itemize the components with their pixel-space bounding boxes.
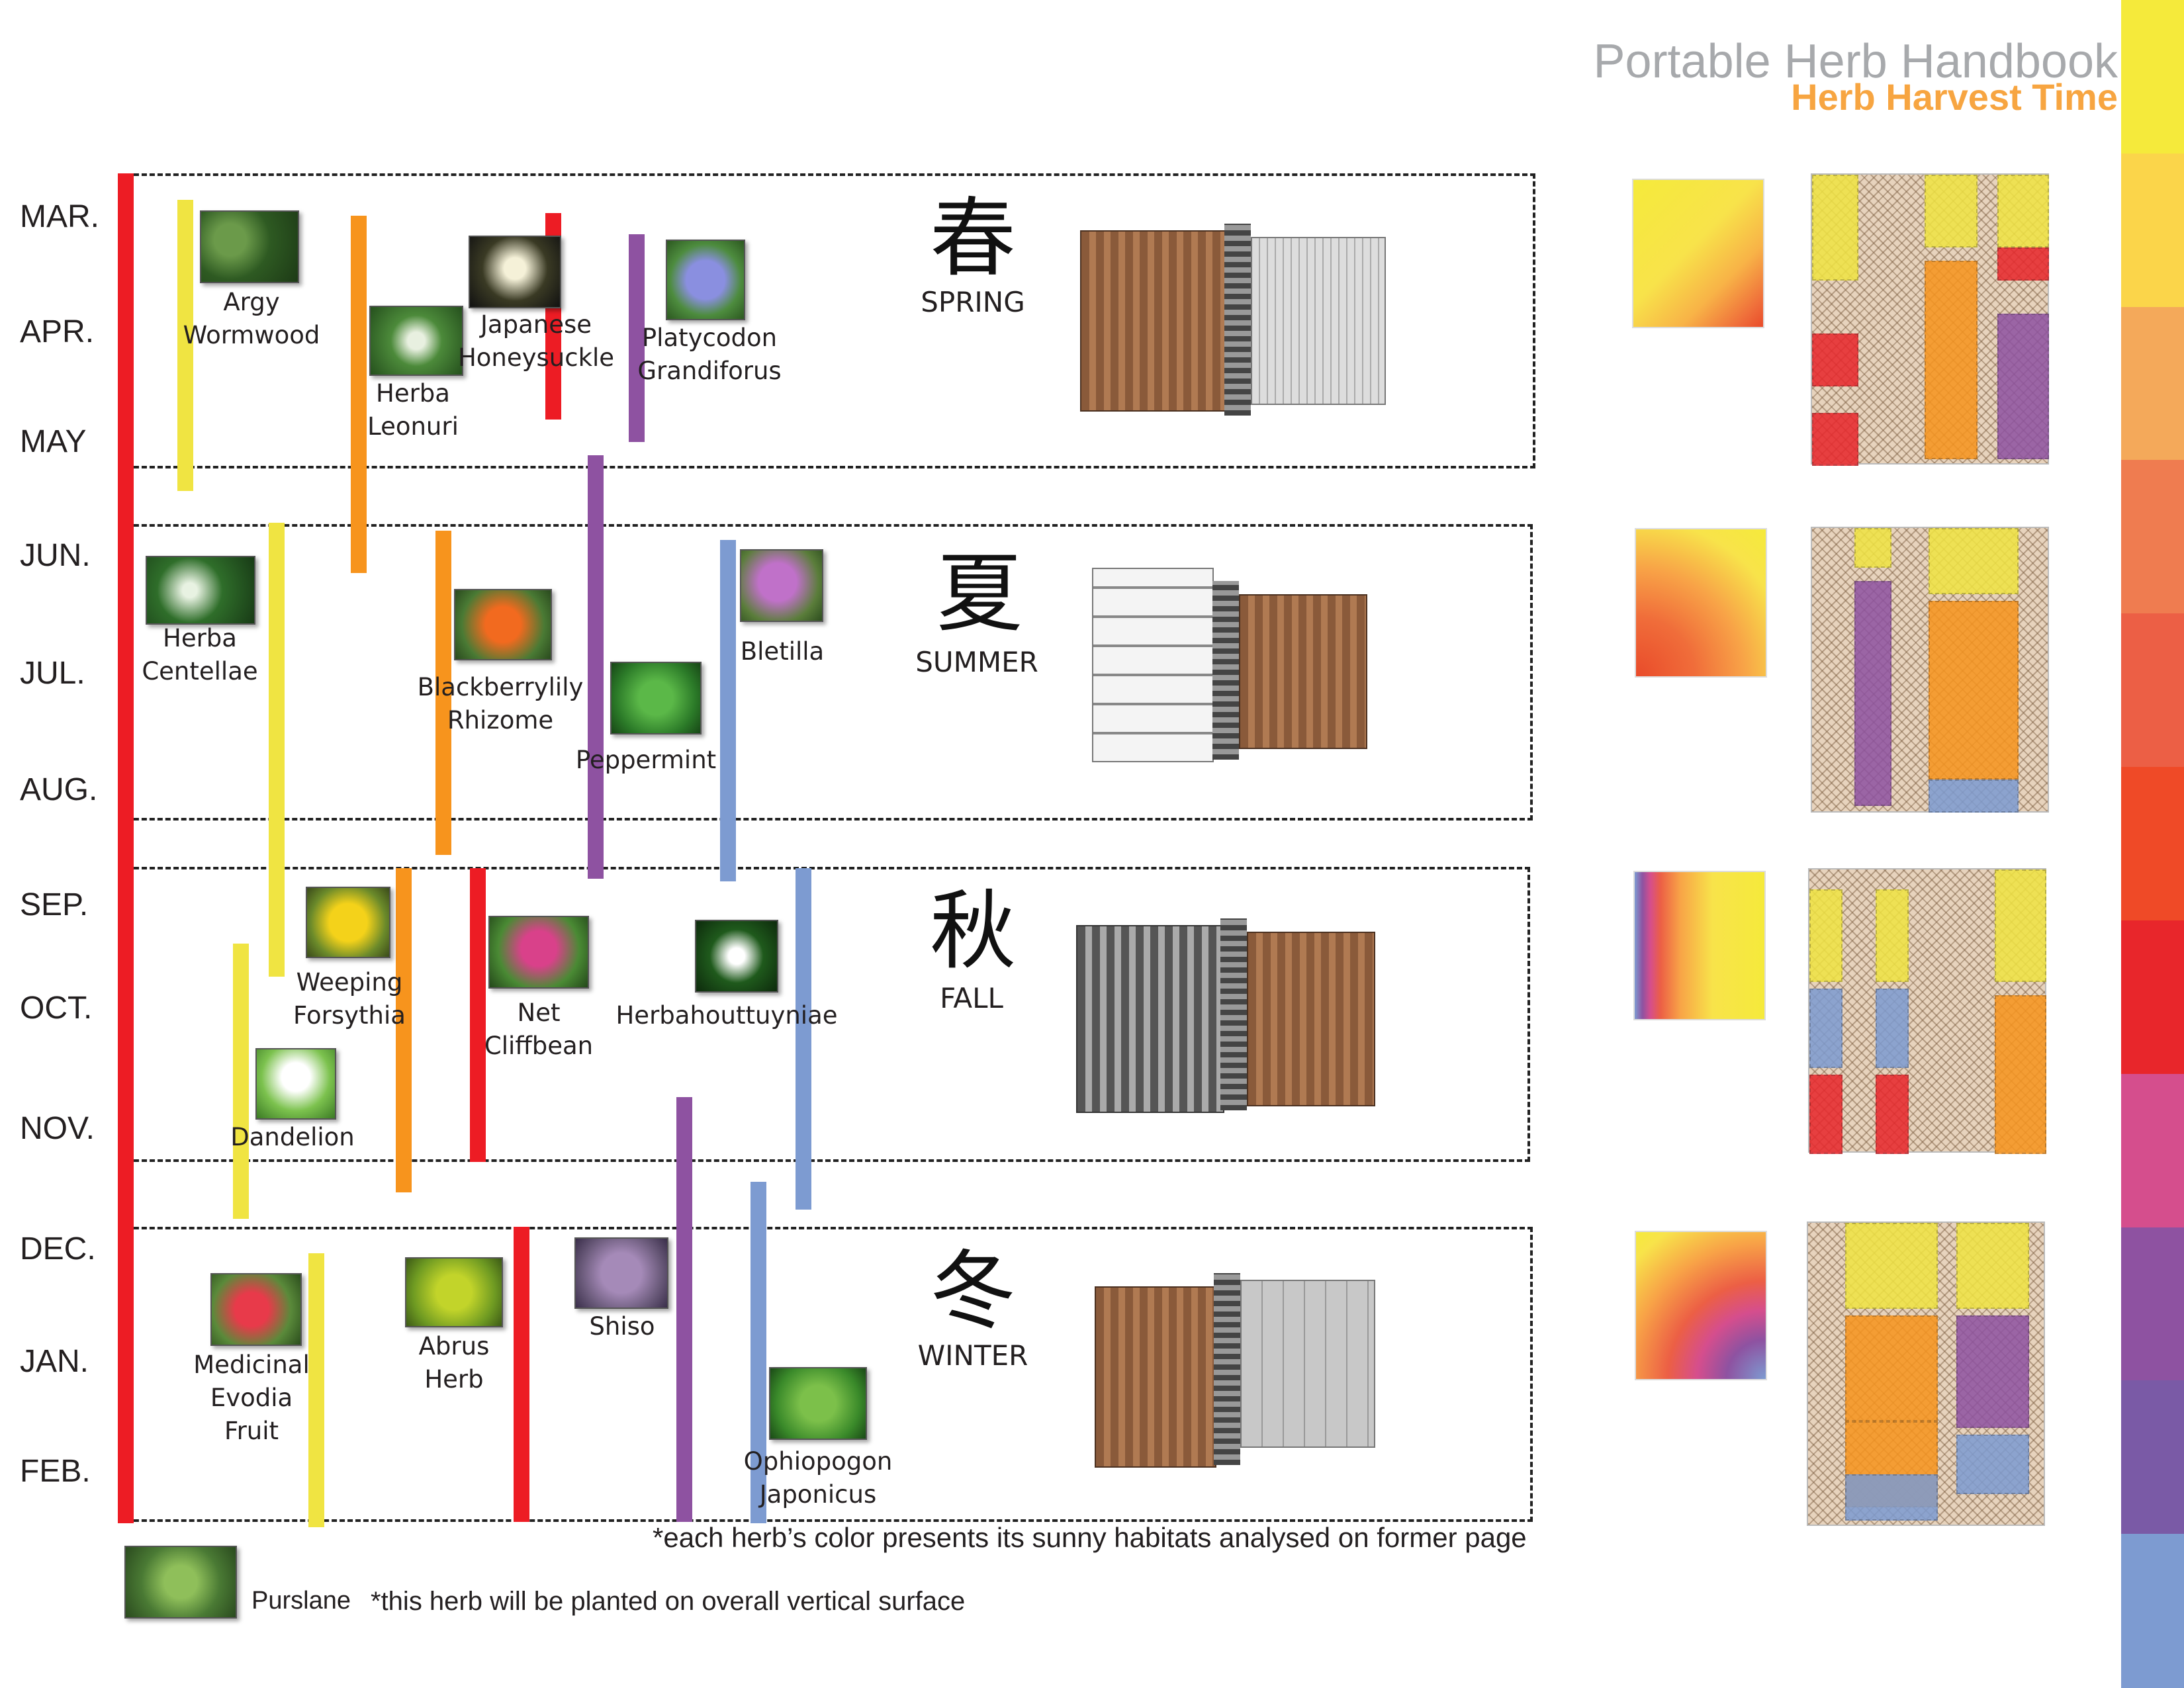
herb-bar [514, 1227, 529, 1522]
month-label: FEB. [20, 1454, 91, 1489]
season-character: 秋 [929, 881, 1016, 981]
color-scale-step [2121, 767, 2184, 921]
color-scale-step [2121, 460, 2184, 615]
herb-photo [255, 1048, 336, 1120]
herb-bar [177, 200, 193, 491]
color-scale-step [2121, 153, 2184, 308]
herb-bar [751, 1182, 766, 1523]
color-footnote: *each herb’s color presents its sunny ha… [653, 1522, 1527, 1553]
herb-photo [210, 1273, 302, 1346]
herb-bar [351, 216, 367, 573]
herb-photo [454, 589, 552, 660]
spring-sunlight-swatch [1632, 179, 1764, 328]
herb-bar [470, 868, 486, 1162]
herb-bar [396, 868, 412, 1192]
summer-planting-layout [1811, 527, 2049, 813]
month-label: DEC. [20, 1231, 96, 1266]
color-scale-step [2121, 1380, 2184, 1535]
herb-photo [574, 1237, 668, 1309]
purslane-footnote: *this herb will be planted on overall ve… [371, 1587, 966, 1616]
herb-photo [306, 887, 390, 958]
month-label: JUL. [20, 656, 85, 691]
color-scale-step [2121, 0, 2184, 154]
season-character: 冬 [929, 1241, 1016, 1341]
herb-photo [200, 210, 299, 283]
color-scale-step [2121, 306, 2184, 461]
herb-photo [405, 1257, 503, 1327]
spring-planting-layout [1811, 173, 2049, 466]
color-scale-step [2121, 1073, 2184, 1228]
month-label: JAN. [20, 1344, 89, 1379]
herb-photo [146, 556, 255, 625]
month-label: MAR. [20, 199, 99, 234]
season-character: 夏 [936, 543, 1023, 644]
herb-bar [269, 523, 285, 977]
season-name: FALL [940, 982, 1003, 1014]
herb-bar [796, 868, 811, 1210]
page-subtitle: Herb Harvest Time [1791, 76, 2118, 118]
color-scale-step [2121, 613, 2184, 768]
herb-label: Peppermint [575, 746, 717, 774]
herb-label: Bletilla [740, 637, 825, 666]
winter-wall-render [1095, 1273, 1379, 1472]
season-name: SPRING [921, 286, 1025, 318]
herb-bar [233, 944, 249, 1219]
summer-wall-render [1092, 568, 1370, 766]
herb-bar [588, 455, 604, 879]
color-scale-step [2121, 1534, 2184, 1688]
color-scale-legend [2121, 0, 2184, 1688]
month-label: APR. [20, 314, 95, 349]
herb-photo [666, 240, 745, 320]
herb-photo [469, 236, 561, 308]
herb-bar [629, 234, 645, 442]
summer-sunlight-swatch [1635, 528, 1767, 678]
herb-bar [676, 1097, 692, 1522]
fall-wall-render [1076, 918, 1381, 1117]
herb-label: Shiso [589, 1312, 655, 1341]
season-character: 春 [929, 188, 1016, 289]
color-scale-step [2121, 1227, 2184, 1382]
page-title: Portable Herb Handbook [1593, 35, 2118, 88]
herb-label: Herbahouttuyniae [615, 1001, 838, 1030]
herb-photo [369, 306, 463, 376]
month-label: NOV. [20, 1111, 95, 1146]
winter-sunlight-swatch [1635, 1231, 1767, 1380]
herb-photo [769, 1367, 867, 1440]
timeline-axis [118, 173, 134, 1523]
fall-sunlight-swatch [1633, 871, 1766, 1020]
fall-planting-layout [1808, 868, 2046, 1154]
winter-planting-layout [1807, 1222, 2045, 1526]
month-label: AUG. [20, 772, 98, 807]
purslane-photo [124, 1546, 237, 1619]
herb-photo [740, 549, 823, 622]
month-label: SEP. [20, 887, 89, 922]
herb-bar [308, 1253, 324, 1527]
herb-label: Dandelion [230, 1123, 355, 1151]
month-label: JUN. [20, 538, 91, 573]
purslane-label: Purslane [251, 1587, 351, 1615]
herb-bar [720, 540, 736, 881]
spring-wall-render [1080, 224, 1386, 422]
month-label: OCT. [20, 991, 93, 1026]
season-name: SUMMER [915, 646, 1038, 678]
month-label: MAY [20, 424, 87, 459]
herb-photo [695, 920, 778, 993]
herb-photo [610, 662, 702, 734]
herb-bar [435, 531, 451, 855]
herb-photo [488, 916, 589, 989]
color-scale-step [2121, 920, 2184, 1075]
season-name: WINTER [917, 1339, 1028, 1372]
